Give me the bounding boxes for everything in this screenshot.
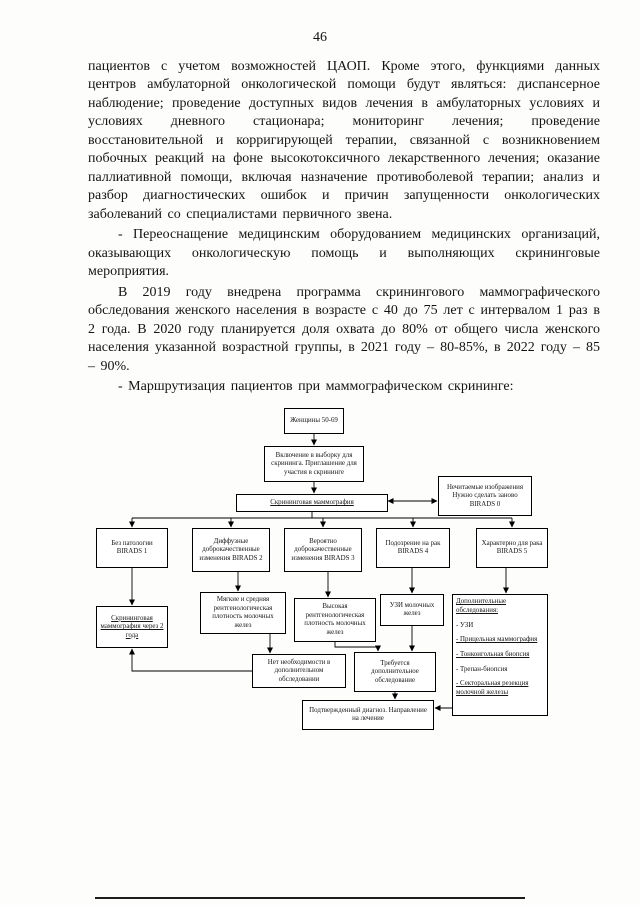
flow-node-additional-exams: Дополнительные обследования: - УЗИ - При… (452, 594, 548, 717)
additional-exam-item: - УЗИ (456, 621, 474, 629)
paragraph-2: - Переоснащение медицинским оборудование… (88, 227, 600, 280)
paragraph-3: В 2019 году внедрена программа скрининго… (88, 284, 600, 374)
page-body: пациентов с учетом возможностей ЦАОП. Кр… (0, 58, 640, 396)
additional-exams-title: Дополнительные обследования: (456, 598, 507, 615)
connector-distribution-bar (132, 512, 512, 519)
flow-node-confirmed-diagnosis: Подтвержденный диагноз. Направление на л… (302, 700, 434, 731)
flow-node-mammography: Скрининговая маммография (236, 494, 388, 513)
flow-node-birads3: Вероятно доброкачественные изменения BIR… (284, 528, 362, 573)
flow-node-high-density: Высокая рентгенологическая плотность мол… (294, 598, 376, 643)
flow-node-women: Женщины 50-69 (284, 408, 344, 435)
additional-exam-item: - Тонкоигольная биопсия (456, 650, 530, 658)
connector-noneed-screen2 (129, 648, 252, 672)
scan-artifact-line (95, 897, 525, 899)
flow-node-birads4: Подозрение на рак BIRADS 4 (376, 528, 450, 569)
additional-exam-item: - Трепан-биопсия (456, 665, 508, 673)
flowchart-connectors (129, 434, 515, 712)
flow-node-ultrasound: УЗИ молочных желез (380, 594, 444, 627)
flow-node-include: Включение в выборку для скрининга. Пригл… (264, 446, 364, 483)
flow-node-no-need: Нет необходимости в дополнительном обсле… (252, 654, 346, 689)
paragraph-1: пациентов с учетом возможностей ЦАОП. Кр… (88, 59, 600, 222)
paragraph-4: - Маршрутизация пациентов при маммографи… (118, 378, 514, 394)
flow-node-birads5: Характерно для рака BIRADS 5 (476, 528, 548, 569)
flow-node-birads2: Диффузные доброкачественные изменения BI… (192, 528, 270, 573)
additional-exam-item: - Прицельная маммография (456, 636, 538, 644)
flow-node-birads0: Нечитаемые изображения Нужно сделать зан… (438, 476, 532, 517)
flow-node-screening-2years: Скрининговая маммография через 2 года (96, 606, 168, 649)
page-number: 46 (313, 30, 327, 45)
flow-node-soft-density: Мягкие и средняя рентгенологическая плот… (200, 592, 286, 635)
connector-high-need (334, 642, 381, 652)
flow-node-need-exam: Требуется дополнительное обследование (354, 652, 436, 693)
flowchart: Женщины 50-69 Включение в выборку для ск… (88, 406, 600, 740)
flow-node-birads1: Без патологии BIRADS 1 (96, 528, 168, 569)
additional-exam-item: - Секторальная резекция молочной железы (456, 680, 529, 696)
